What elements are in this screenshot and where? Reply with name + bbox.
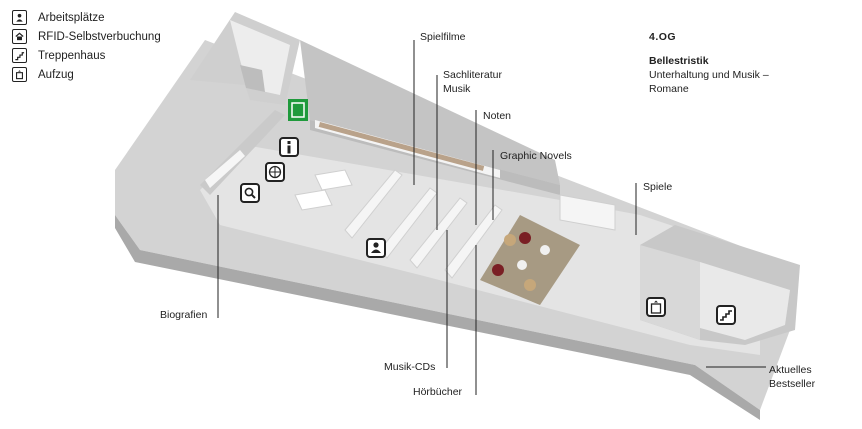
- stairs-map-icon: [716, 305, 736, 330]
- legend-item-elevator: Aufzug: [12, 65, 161, 84]
- lounge-rug: [480, 215, 580, 305]
- elevator-icon: [12, 67, 27, 82]
- catalog-search-icon: [240, 183, 260, 208]
- emergency-exit-sign: [288, 99, 308, 121]
- elevator-map-icon: [646, 297, 666, 322]
- section-title: Bellestristik: [649, 55, 709, 67]
- back-wall-shelves: [315, 120, 500, 178]
- main-floor: [200, 145, 760, 355]
- label-aktuelles: Aktuelles: [769, 364, 812, 376]
- legend-label: Arbeitsplätze: [38, 11, 105, 24]
- legend-label: Aufzug: [38, 68, 74, 81]
- legend-label: Treppenhaus: [38, 49, 106, 62]
- workstation-map-icon: [366, 238, 386, 263]
- games-shelf: [559, 194, 616, 231]
- rfid-checkout-icon: [12, 29, 27, 44]
- label-noten: Noten: [483, 110, 512, 122]
- label-bestseller: Bestseller: [769, 378, 816, 390]
- label-sachliteratur: Sachliteratur: [443, 69, 502, 81]
- stairs-icon: [12, 48, 27, 63]
- leader-lines: [217, 40, 766, 395]
- legend-item-workstations: Arbeitsplätze: [12, 8, 161, 27]
- label-musik-cds: Musik-CDs: [384, 361, 436, 373]
- legend-label: RFID-Selbstverbuchung: [38, 30, 161, 43]
- label-biografien: Biografien: [160, 309, 208, 321]
- label-musik: Musik: [443, 83, 471, 95]
- section-description: Unterhaltung und Musik – Romane: [649, 69, 769, 95]
- reading-tables: [294, 169, 353, 211]
- info-icon: [279, 137, 299, 162]
- floor-number: 4.OG: [649, 31, 677, 43]
- back-wall: [300, 40, 560, 185]
- legend-item-stairs: Treppenhaus: [12, 46, 161, 65]
- label-spiele: Spiele: [643, 181, 673, 193]
- middle-shelves: [344, 169, 503, 279]
- legend-item-rfid: RFID-Selbstverbuchung: [12, 27, 161, 46]
- label-hoerbuecher: Hörbücher: [413, 386, 463, 398]
- label-spielfilme: Spielfilme: [420, 31, 466, 43]
- legend: Arbeitsplätze RFID-Selbstverbuchung Trep…: [12, 8, 161, 84]
- left-shelf: [205, 150, 245, 188]
- internet-terminal-icon: [265, 162, 285, 187]
- floor-info: 4.OG Bellestristik Unterhaltung und Musi…: [649, 30, 789, 96]
- person-workstation-icon: [12, 10, 27, 25]
- label-graphic-novels: Graphic Novels: [500, 150, 572, 162]
